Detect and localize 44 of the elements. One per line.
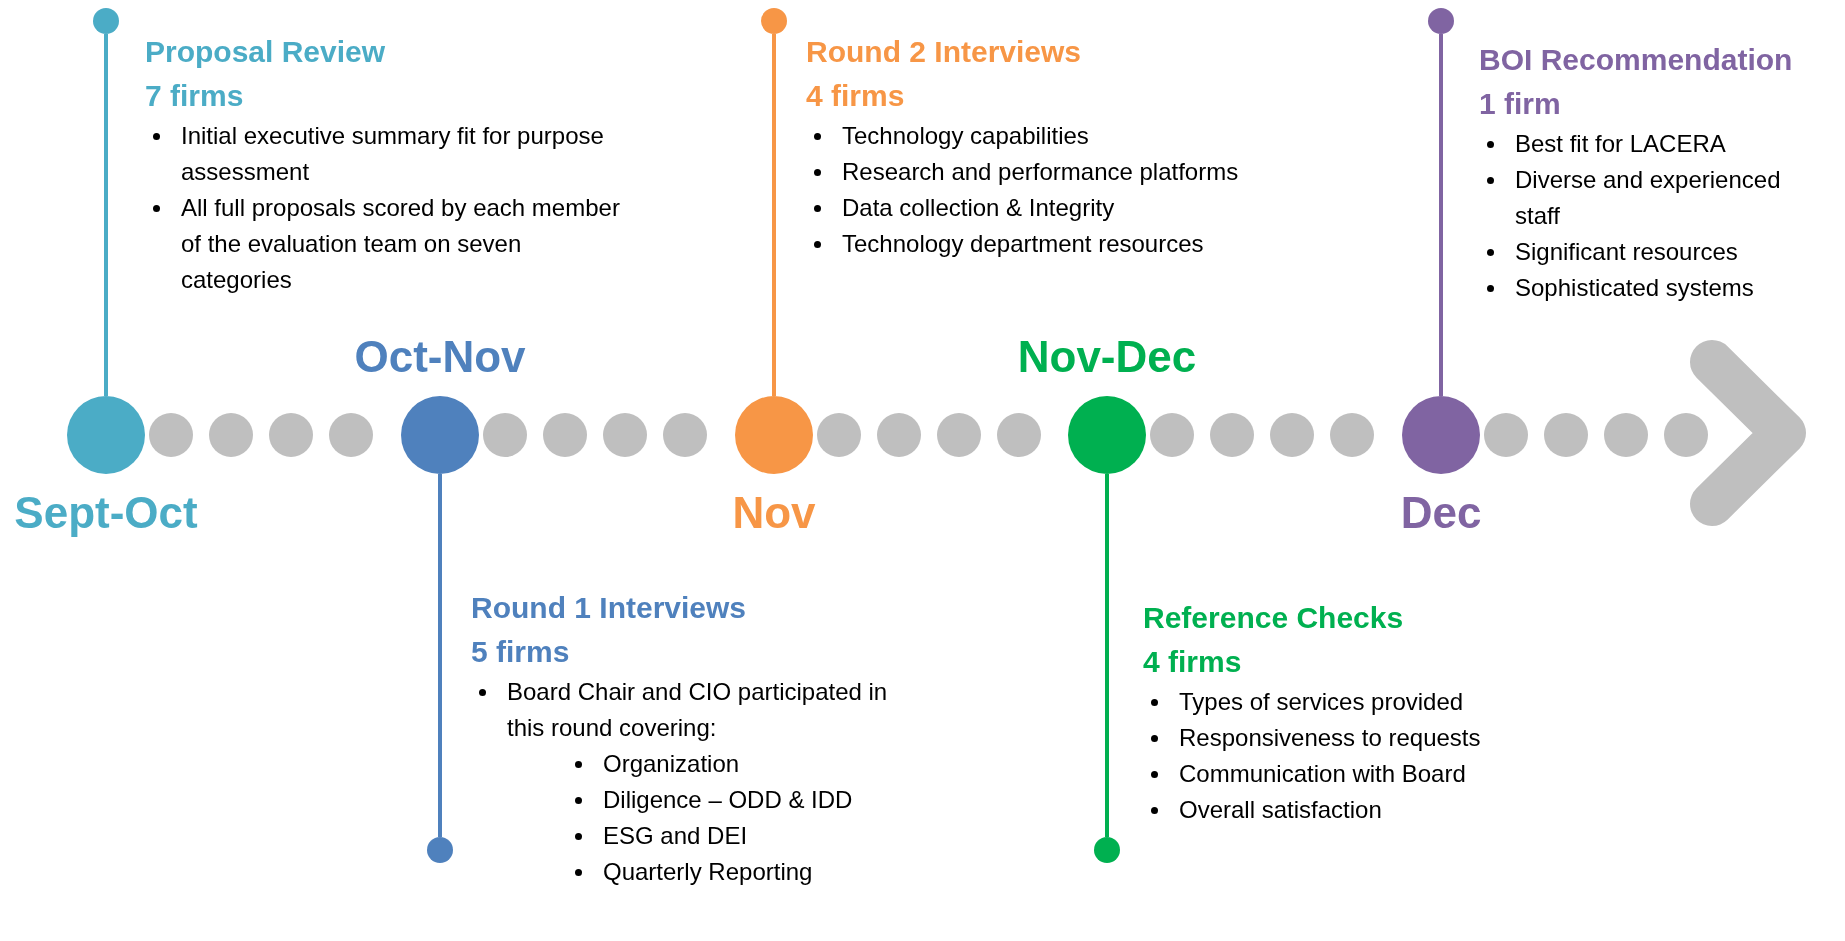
bullet-item: Data collection & Integrity <box>842 193 1116 223</box>
connector-line <box>772 34 776 396</box>
bullet-item: Research and performance platforms <box>842 157 1240 187</box>
firm-count: 4 firms <box>1143 644 1243 680</box>
stage-heading: Proposal Review <box>145 34 387 70</box>
bullet-item: Initial executive summary fit for purpose assessment <box>181 121 605 187</box>
bullet-item: Sophisticated systems <box>1515 273 1755 303</box>
stage-heading: Round 2 Interviews <box>806 34 1083 70</box>
bullet-item: Overall satisfaction <box>1179 795 1383 825</box>
bullet-item: Organization <box>603 749 741 779</box>
period-label: Dec <box>1400 488 1482 538</box>
endpoint-dot <box>427 837 453 863</box>
bullet-item: ESG and DEI <box>603 821 749 851</box>
firm-count: 5 firms <box>471 634 571 670</box>
bullet-item: Technology capabilities <box>842 121 1090 151</box>
period-label: Oct-Nov <box>354 332 526 382</box>
stage-heading: Reference Checks <box>1143 600 1405 636</box>
firm-count: 7 firms <box>145 78 245 114</box>
firm-count: 4 firms <box>806 78 906 114</box>
endpoint-dot <box>1094 837 1120 863</box>
endpoint-dot <box>1428 8 1454 34</box>
bullet-item: Board Chair and CIO participated in this round covering: <box>507 677 889 743</box>
bullet-item: Technology department resources <box>842 229 1205 259</box>
connector-line <box>104 34 108 396</box>
bullet-item: Quarterly Reporting <box>603 857 814 887</box>
period-label: Nov-Dec <box>1017 332 1197 382</box>
bullet-item: Diverse and experienced staff <box>1515 165 1782 231</box>
stage-heading: BOI Recommendation <box>1479 42 1794 78</box>
bullet-item: Diligence – ODD & IDD <box>603 785 854 815</box>
bullet-item: Significant resources <box>1515 237 1739 267</box>
connector-line <box>1439 34 1443 396</box>
firm-count: 1 firm <box>1479 86 1562 122</box>
bullet-item: Types of services provided <box>1179 687 1465 717</box>
endpoint-dot <box>93 8 119 34</box>
bullet-item: Best fit for LACERA <box>1515 129 1727 159</box>
period-label: Sept-Oct <box>14 488 198 538</box>
stage-heading: Round 1 Interviews <box>471 590 748 626</box>
endpoint-dot <box>761 8 787 34</box>
bullet-item: Communication with Board <box>1179 759 1467 789</box>
connector-line <box>438 474 442 837</box>
connector-line <box>1105 474 1109 837</box>
bullet-item: All full proposals scored by each member of the evaluation team on seven categories <box>181 193 621 295</box>
bullet-item: Responsiveness to requests <box>1179 723 1482 753</box>
period-label: Nov <box>732 488 816 538</box>
